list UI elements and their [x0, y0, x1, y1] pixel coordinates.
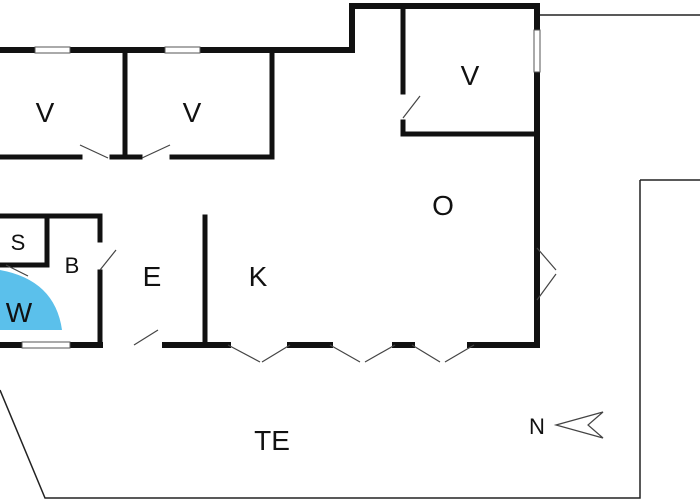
room-label-w: W — [6, 297, 33, 328]
whirlpool-icon — [0, 270, 62, 330]
room-label-b: B — [65, 253, 80, 278]
room-label-v2: V — [183, 97, 202, 128]
windows — [21, 29, 541, 349]
north-label: N — [529, 414, 545, 439]
north-arrow-icon — [553, 411, 604, 439]
room-label-v1: V — [36, 97, 55, 128]
doors — [5, 95, 557, 363]
room-label-o: O — [432, 190, 454, 221]
room-label-e: E — [143, 261, 162, 292]
exterior-walls — [0, 3, 540, 348]
interior-walls — [0, 3, 540, 348]
room-label-k: K — [249, 261, 268, 292]
room-label-s: S — [11, 230, 26, 255]
room-label-te: TE — [254, 425, 290, 456]
terrace-outline — [0, 14, 700, 499]
room-label-v3: V — [461, 60, 480, 91]
